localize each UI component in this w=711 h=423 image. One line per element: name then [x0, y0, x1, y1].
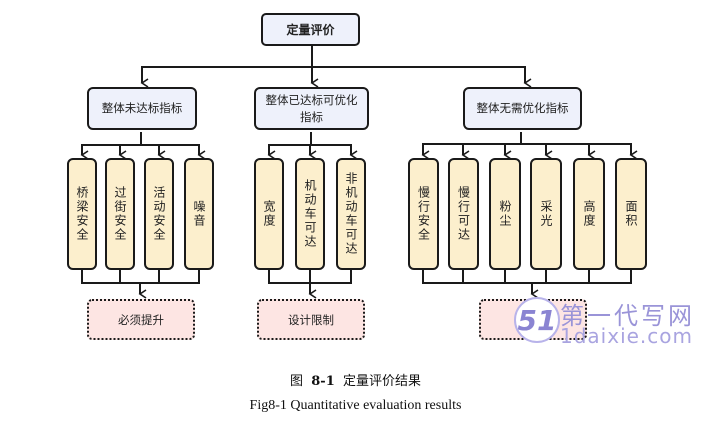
result-label: 设计限制: [288, 312, 334, 327]
result-2-connector: [268, 270, 352, 299]
leaf-label: 宽度: [262, 200, 276, 228]
category-label: 整体无需优化指标: [476, 101, 569, 115]
leaf-label: 采光: [539, 200, 553, 228]
caption-title: 定量评价结果: [343, 374, 422, 389]
leaf-label: 粉尘: [498, 200, 512, 228]
leaf-node: 噪音: [184, 158, 214, 270]
leaf-label: 慢行安全: [416, 186, 431, 242]
leaf-node: 慢行安全: [408, 158, 439, 270]
category-label: 整体已达标可优化指标: [265, 92, 358, 124]
caption-english: Fig8-1 Quantitative evaluation results: [249, 398, 462, 413]
leaf-label: 非机动车可达: [344, 172, 358, 256]
leaf-node: 非机动车可达: [336, 158, 366, 270]
root-label: 定量评价: [286, 23, 335, 37]
leaf-node: 慢行可达: [448, 158, 479, 270]
leaf-label: 活动安全: [152, 186, 166, 242]
result-node-must-improve: 必须提升: [87, 299, 195, 340]
watermark-title: 第一代写网: [560, 302, 695, 330]
result-label: 必须提升: [118, 312, 164, 327]
caption-number: 8-1: [311, 374, 335, 389]
leaf-node: 桥梁安全: [67, 158, 97, 270]
leaf-node: 粉尘: [489, 158, 521, 270]
category-3-connector: [421, 132, 638, 160]
leaf-label: 噪音: [192, 200, 206, 228]
leaf-label: 慢行可达: [456, 186, 471, 242]
leaf-node: 采光: [530, 158, 562, 270]
leaf-node: 过街安全: [105, 158, 135, 270]
category-label: 整体未达标指标: [101, 101, 183, 115]
category-node-optimizable: 整体已达标可优化指标: [254, 87, 369, 130]
caption-prefix: 图: [289, 374, 303, 389]
leaf-label: 面积: [624, 200, 638, 228]
caption-chinese: 图 8-1 定量评价结果: [0, 370, 711, 389]
leaf-node: 机动车可达: [295, 158, 325, 270]
leaf-node: 活动安全: [144, 158, 174, 270]
leaf-node: 宽度: [254, 158, 284, 270]
leaf-label: 高度: [582, 200, 596, 228]
result-3-connector: [422, 270, 632, 299]
leaf-node: 高度: [573, 158, 605, 270]
root-connector: [140, 46, 532, 88]
watermark-url: 1daixie.com: [560, 324, 694, 348]
leaf-label: 桥梁安全: [75, 186, 89, 242]
category-1-connector: [80, 132, 206, 160]
category-node-no-optimization: 整体无需优化指标: [463, 87, 582, 130]
leaf-label: 机动车可达: [303, 179, 317, 249]
leaf-label: 过街安全: [113, 186, 127, 242]
category-node-unmet: 整体未达标指标: [87, 87, 197, 130]
watermark-logo-icon: 51: [514, 297, 560, 343]
root-node: 定量评价: [261, 13, 360, 46]
leaf-node: 面积: [615, 158, 647, 270]
result-1-connector: [81, 270, 200, 299]
result-node-design-limit: 设计限制: [257, 299, 365, 340]
category-2-connector: [267, 132, 358, 160]
